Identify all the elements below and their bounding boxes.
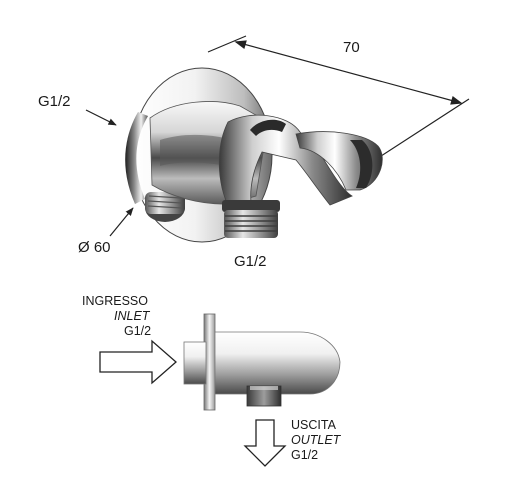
inlet-arrow [99, 339, 177, 385]
dimension-label: 70 [343, 39, 360, 56]
leader-diameter [109, 207, 134, 237]
side-inlet-stub [183, 341, 207, 385]
side-view-render [183, 313, 341, 411]
dimension-arrow-right [450, 95, 463, 105]
inlet-label-it: INGRESSO [82, 294, 148, 308]
wall-thread-label: G1/2 [38, 93, 71, 110]
outlet-arrow [243, 419, 287, 467]
dimension-line [235, 41, 462, 104]
inlet-thread [145, 192, 185, 222]
flange-edge [125, 112, 148, 204]
dimension-arrow-left [234, 40, 247, 50]
dimension-ext-line-right [377, 98, 470, 159]
holder-slot [250, 119, 286, 136]
outlet-thread-label: G1/2 [234, 253, 267, 270]
dimension-70 [207, 35, 470, 159]
leader-wall-thread [85, 109, 117, 126]
dimension-ext-line-left [207, 35, 247, 53]
outlet-label-it: USCITA [291, 418, 336, 432]
wall-outlet-render [125, 67, 383, 243]
outlet-label-en: OUTLET [291, 433, 341, 447]
inlet-label-en: INLET [114, 309, 150, 323]
outlet-thread [222, 200, 280, 238]
inlet-thread-label: G1/2 [124, 324, 152, 338]
side-body [214, 331, 341, 395]
diameter-label: Ø 60 [78, 239, 111, 256]
outlet-thread-label-side: G1/2 [291, 448, 319, 462]
